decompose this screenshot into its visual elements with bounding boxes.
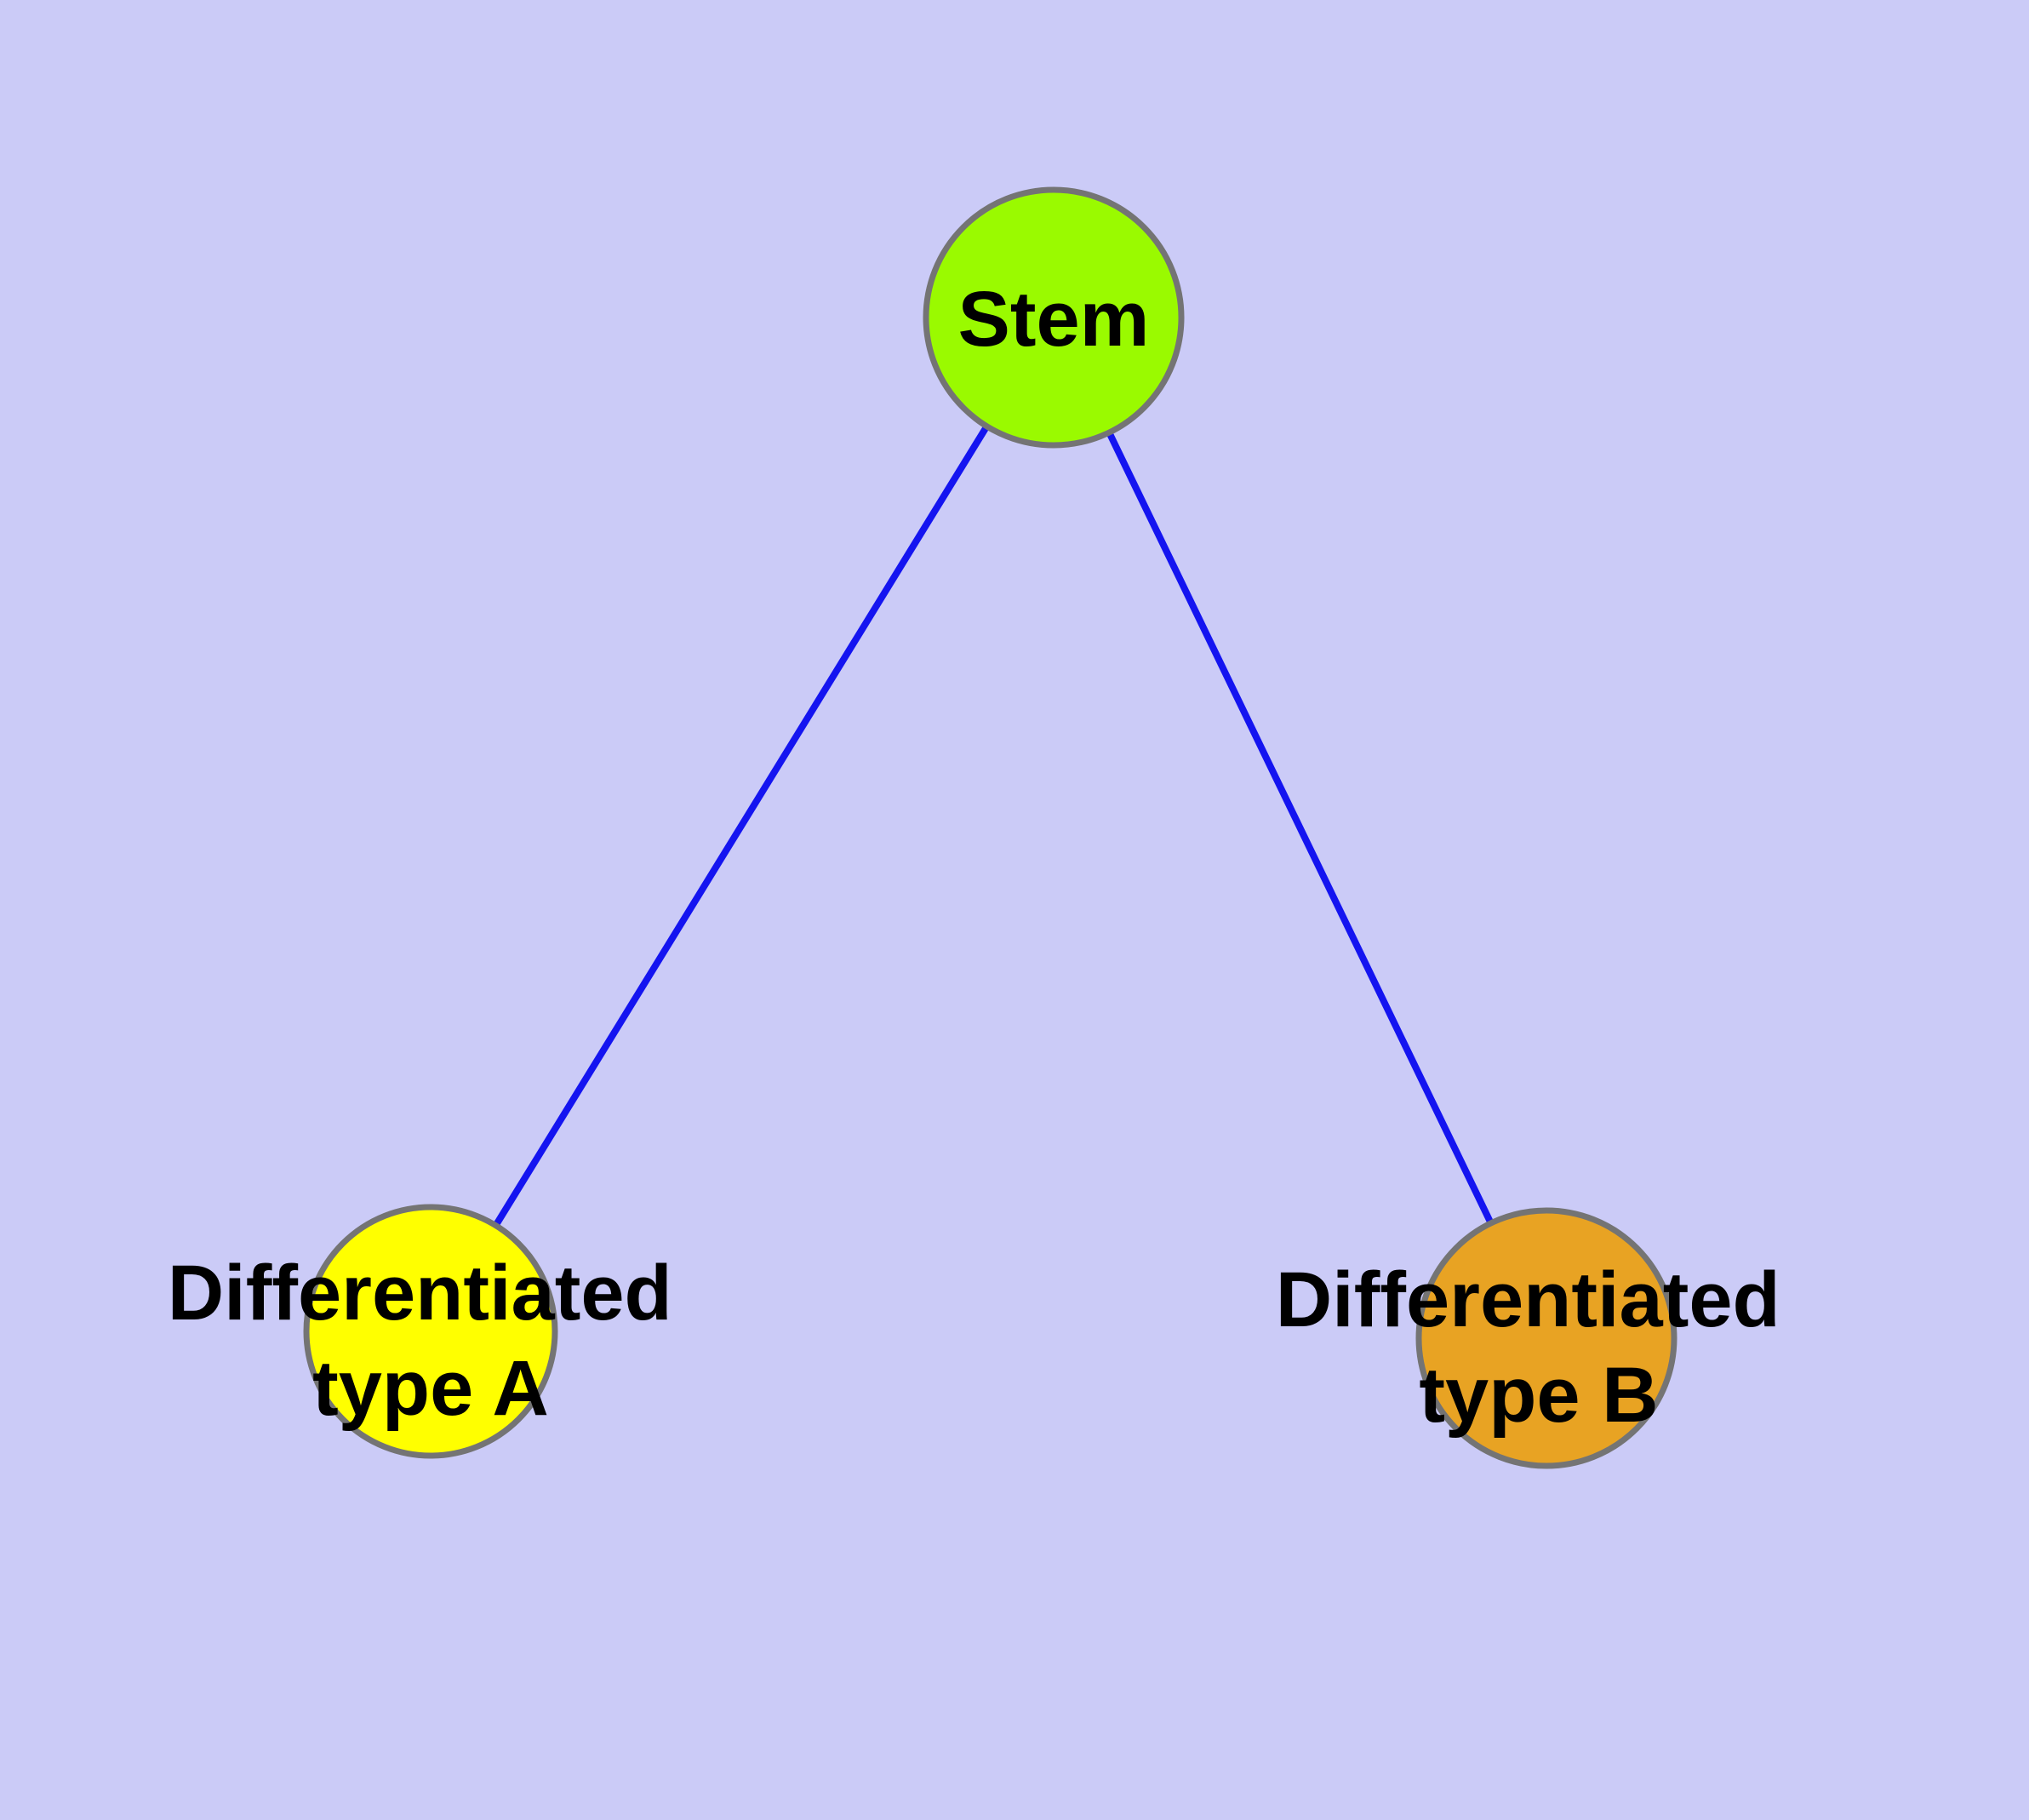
differentiated-type-b-node	[1415, 1207, 1677, 1469]
edge-stem-to-type-a	[427, 315, 1057, 1334]
edge-stem-to-type-b	[1050, 316, 1550, 1340]
type-a-label-line-1: Differentiated	[168, 1250, 672, 1336]
stem-node	[923, 186, 1185, 449]
stem-node-label: Stem	[958, 276, 1150, 363]
differentiated-type-a-node	[303, 1204, 558, 1459]
differentiated-type-b-label: Differentiated type B	[1276, 1256, 1803, 1439]
type-b-label-line-1: Differentiated	[1276, 1256, 1780, 1343]
differentiated-type-a-label: Differentiated type A	[168, 1250, 694, 1432]
type-a-label-line-2: type A	[312, 1345, 549, 1432]
type-b-label-line-2: type B	[1419, 1352, 1658, 1439]
